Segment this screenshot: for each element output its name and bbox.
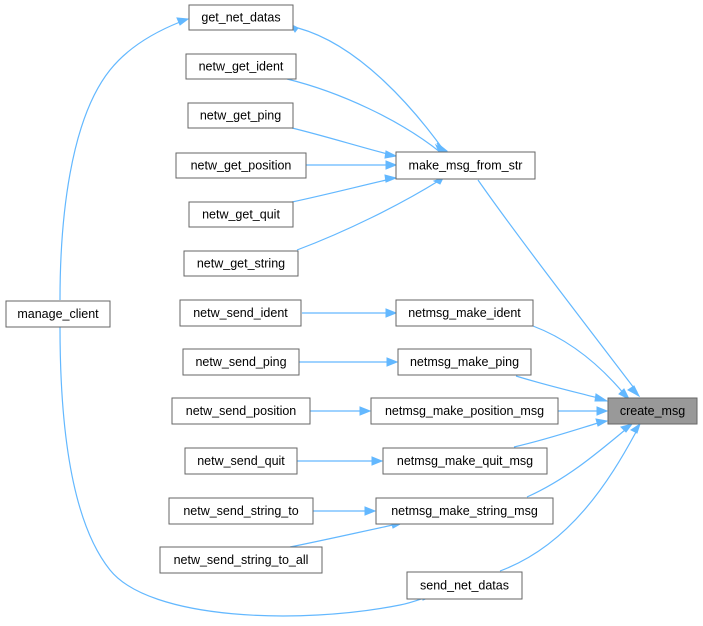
- edge-make-msg-from-str-to-netw-get-quit: [291, 177, 396, 203]
- node-label: netw_get_position: [191, 159, 292, 173]
- node-label: netmsg_make_ident: [408, 306, 521, 320]
- node-label: netw_send_ident: [193, 306, 288, 320]
- edge-netw-send-ping-to-netmsg-make-ping: [299, 357, 399, 367]
- edge-netw-send-string-to-all-to-netmsg-make-string-msg: [289, 520, 404, 548]
- node-netw-get-ping[interactable]: netw_get_ping: [187, 102, 294, 129]
- node-netw-send-position[interactable]: netw_send_position: [171, 397, 311, 425]
- node-label: netmsg_make_position_msg: [385, 404, 544, 418]
- node-netmsg-make-quit-msg[interactable]: netmsg_make_quit_msg: [382, 447, 548, 475]
- node-label: manage_client: [17, 307, 99, 321]
- node-label: netw_send_string_to: [183, 504, 298, 518]
- node-label: send_net_datas: [420, 579, 509, 593]
- edge-netmsg-make-string-msg-to-create-msg: [526, 423, 634, 498]
- node-make-msg-from-str[interactable]: make_msg_from_str: [395, 151, 536, 180]
- edge-netw-send-position-to-netmsg-make-position-msg: [310, 406, 372, 416]
- node-label: make_msg_from_str: [409, 159, 523, 173]
- node-label: netw_get_ident: [199, 60, 284, 74]
- node-netw-send-string-to[interactable]: netw_send_string_to: [168, 497, 314, 525]
- node-get-net-datas[interactable]: get_net_datas: [188, 4, 294, 31]
- node-label: netmsg_make_string_msg: [391, 504, 538, 518]
- node-netmsg-make-string-msg[interactable]: netmsg_make_string_msg: [375, 497, 554, 525]
- edge-send-net-datas-to-create-msg: [499, 422, 641, 572]
- edge-netmsg-make-ping-to-create-msg: [515, 375, 609, 402]
- node-label: netw_send_quit: [197, 454, 285, 468]
- node-netmsg-make-ping[interactable]: netmsg_make_ping: [397, 348, 532, 376]
- node-label: get_net_datas: [201, 11, 280, 25]
- node-label: create_msg: [620, 404, 685, 418]
- edge-make-msg-from-str-to-create-msg: [477, 179, 641, 398]
- node-send-net-datas[interactable]: send_net_datas: [406, 571, 523, 600]
- node-label: netw_get_ping: [200, 109, 281, 123]
- edge-netw-send-ident-to-netmsg-make-ident: [302, 308, 398, 318]
- node-label: netw_send_string_to_all: [174, 553, 309, 567]
- node-label: netw_send_ping: [195, 355, 286, 369]
- node-netw-send-string-to-all[interactable]: netw_send_string_to_all: [159, 546, 323, 574]
- node-manage-client[interactable]: manage_client: [5, 300, 111, 328]
- edge-make-msg-from-str-to-netw-get-ping: [291, 127, 396, 157]
- node-netw-get-quit[interactable]: netw_get_quit: [188, 201, 294, 228]
- edges: [59, 17, 641, 617]
- node-label: netw_get_quit: [202, 208, 280, 222]
- node-netw-send-quit[interactable]: netw_send_quit: [184, 447, 298, 475]
- edge-netw-send-quit-to-netmsg-make-quit-msg: [297, 456, 384, 466]
- node-netw-get-ident[interactable]: netw_get_ident: [185, 53, 297, 80]
- edge-netmsg-make-position-msg-to-create-msg: [558, 406, 609, 416]
- node-label: netmsg_make_ping: [410, 355, 519, 369]
- node-netmsg-make-position-msg[interactable]: netmsg_make_position_msg: [370, 397, 559, 425]
- node-label: netw_get_string: [197, 257, 285, 271]
- node-label: netmsg_make_quit_msg: [397, 454, 533, 468]
- edge-netmsg-make-quit-msg-to-create-msg: [513, 418, 609, 448]
- edge-make-msg-from-str-to-get-net-datas: [288, 22, 446, 153]
- node-netw-get-position[interactable]: netw_get_position: [175, 152, 307, 179]
- edge-netmsg-make-ident-to-create-msg: [532, 325, 631, 401]
- node-netw-send-ping[interactable]: netw_send_ping: [182, 348, 300, 376]
- node-netw-send-ident[interactable]: netw_send_ident: [179, 299, 302, 327]
- node-label: netw_send_position: [186, 404, 297, 418]
- edge-make-msg-from-str-to-netw-get-string: [296, 179, 441, 251]
- node-netw-get-string[interactable]: netw_get_string: [183, 250, 299, 277]
- node-create-msg[interactable]: create_msg: [607, 397, 698, 425]
- nodes: get_net_datas netw_get_ident netw_get_pi…: [5, 4, 698, 600]
- edge-make-msg-from-str-to-netw-get-ident: [286, 78, 441, 153]
- edge-netw-send-string-to-to-netmsg-make-string-msg: [313, 506, 377, 516]
- node-netmsg-make-ident[interactable]: netmsg_make_ident: [395, 299, 534, 327]
- edge-manage-client-to-get-net-datas: [59, 17, 190, 301]
- edge-arrowheads-make-msg-from-str: [384, 142, 448, 185]
